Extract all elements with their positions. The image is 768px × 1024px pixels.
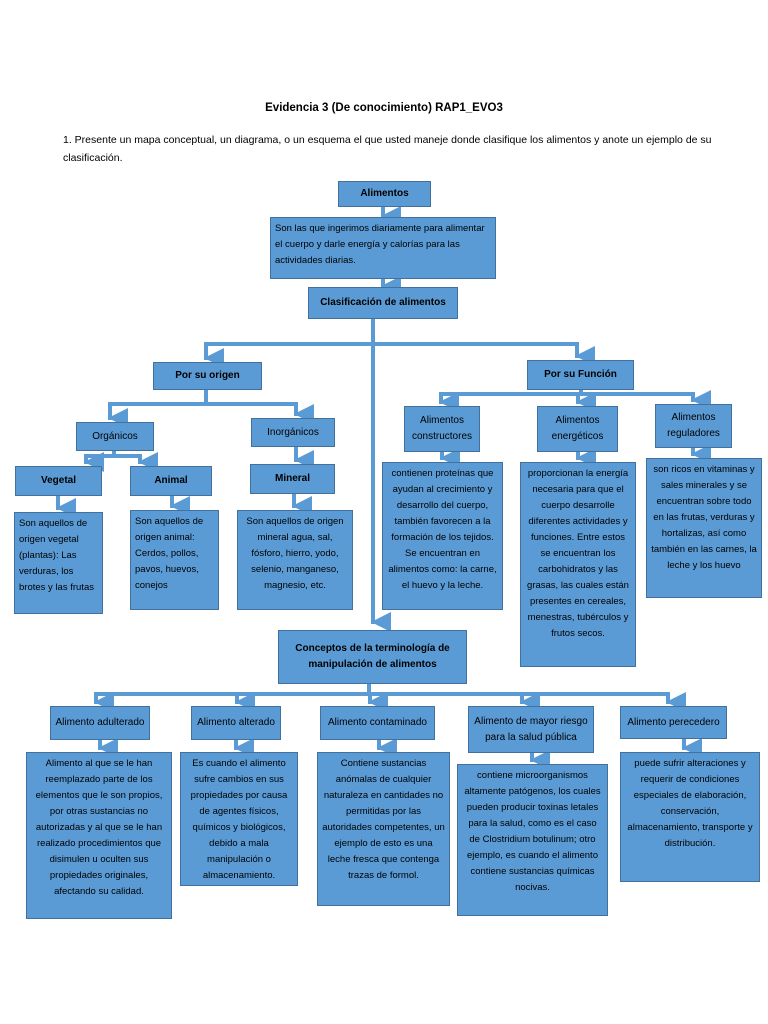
node-reguladores-definition: son ricos en vitaminas y sales minerales… (646, 458, 762, 598)
node-conceptos: Conceptos de la terminología de manipula… (278, 630, 467, 684)
node-vegetal-definition: Son aquellos de origen vegetal (plantas)… (14, 512, 103, 614)
node-alimentos-definition: Son las que ingerimos diariamente para a… (270, 217, 496, 279)
document-title: Evidencia 3 (De conocimiento) RAP1_EVO3 (265, 102, 503, 114)
node-mineral: Mineral (250, 464, 335, 494)
node-mineral-definition: Son aquellos de origen mineral agua, sal… (237, 510, 353, 610)
node-perecedero: Alimento perecedero (620, 706, 727, 739)
node-constructores: Alimentos constructores (404, 406, 480, 452)
node-contaminado: Alimento contaminado (320, 706, 435, 740)
document-question: 1. Presente un mapa conceptual, un diagr… (63, 134, 712, 164)
node-animal-definition: Son aquellos de origen animal: Cerdos, p… (130, 510, 219, 610)
node-alimentos: Alimentos (338, 181, 431, 207)
node-por-funcion: Por su Función (527, 360, 634, 390)
node-adulterado: Alimento adulterado (50, 706, 150, 740)
node-mayor-riesgo-definition: contiene microorganismos altamente patóg… (457, 764, 608, 916)
node-mayor-riesgo: Alimento de mayor riesgo para la salud p… (468, 706, 594, 753)
node-animal: Animal (130, 466, 212, 496)
node-adulterado-definition: Alimento al que se le han reemplazado pa… (26, 752, 172, 919)
node-reguladores: Alimentos reguladores (655, 404, 732, 448)
node-energeticos-definition: proporcionan la energía necesaria para q… (520, 462, 636, 667)
node-alterado-definition: Es cuando el alimento sufre cambios en s… (180, 752, 298, 886)
node-alterado: Alimento alterado (191, 706, 281, 740)
node-vegetal: Vegetal (15, 466, 102, 496)
node-por-origen: Por su origen (153, 362, 262, 390)
node-contaminado-definition: Contiene sustancias anómalas de cualquie… (317, 752, 450, 906)
node-perecedero-definition: puede sufrir alteraciones y requerir de … (620, 752, 760, 882)
node-constructores-definition: contienen proteínas que ayudan al crecim… (382, 462, 503, 610)
node-organicos: Orgánicos (76, 422, 154, 451)
node-inorganicos: Inorgánicos (251, 418, 335, 447)
node-energeticos: Alimentos energéticos (537, 406, 618, 452)
node-clasificacion: Clasificación de alimentos (308, 287, 458, 319)
